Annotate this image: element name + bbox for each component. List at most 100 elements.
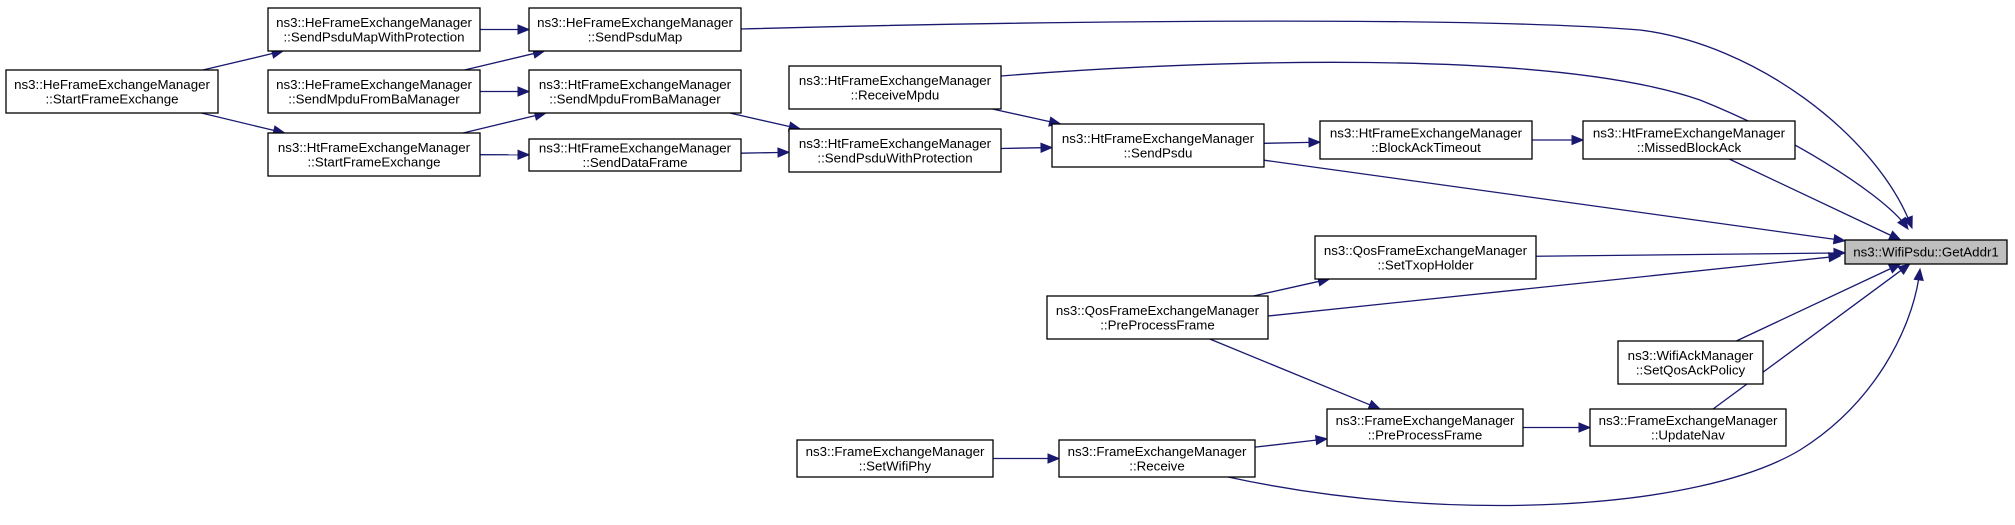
node-method-label: ::SetWifiPhy	[859, 458, 932, 473]
node-box	[267, 7, 481, 52]
edge-n14-to-n18	[1209, 338, 1382, 410]
edge-arrowhead	[1040, 142, 1054, 153]
function-node[interactable]: ns3::HtFrameExchangeManager::MissedBlock…	[1582, 120, 1796, 160]
edge-arrowhead	[1367, 399, 1382, 410]
node-box	[1314, 235, 1537, 280]
function-node[interactable]: ns3::HtFrameExchangeManager::SendMpduFro…	[528, 69, 742, 114]
edge-line	[1712, 269, 1903, 410]
edge-line	[202, 52, 274, 71]
edge-n15-to-n0	[1736, 263, 1902, 342]
node-method-label: ::MissedBlockAck	[1637, 140, 1742, 155]
nodes-layer: ns3::WifiPsdu::GetAddr1 ns3::HeFrameExcha…	[5, 7, 2008, 478]
edge-arrowhead	[1571, 134, 1585, 146]
node-method-label: ::Receive	[1129, 458, 1184, 473]
function-node[interactable]: ns3::HtFrameExchangeManager::StartFrameE…	[267, 132, 481, 177]
function-node[interactable]: ns3::QosFrameExchangeManager::PreProcess…	[1046, 295, 1269, 340]
node-box	[788, 65, 1002, 110]
node-box	[788, 128, 1002, 173]
edge-line	[1254, 439, 1318, 448]
node-method-label: ::PreProcessFrame	[1100, 317, 1215, 332]
edge-n5-to-n9	[729, 112, 802, 132]
edge-n14-to-n13	[1253, 276, 1331, 297]
edge-line	[201, 112, 276, 132]
function-node[interactable]: ns3::HtFrameExchangeManager::SendDataFra…	[528, 138, 742, 172]
edge-line	[1267, 255, 1841, 317]
function-node[interactable]: ns3::FrameExchangeManager::UpdateNav	[1589, 408, 1787, 447]
function-node[interactable]: ns3::HtFrameExchangeManager::SendPsdu	[1051, 123, 1265, 168]
edge-n14-to-n0	[1267, 251, 1842, 317]
node-method-label: ::SendPsduWithProtection	[817, 150, 972, 165]
function-node[interactable]: ns3::HtFrameExchangeManager::SendPsduWit…	[788, 128, 1002, 173]
node-box	[1046, 295, 1269, 340]
node-box	[1582, 120, 1796, 160]
edge-arrowhead	[517, 24, 531, 35]
edge-n4-to-n5	[480, 86, 531, 97]
node-method-label: ::PreProcessFrame	[1368, 427, 1483, 442]
node-class-label: ns3::WifiAckManager	[1628, 348, 1754, 363]
node-class-label: ns3::FrameExchangeManager	[1336, 413, 1515, 428]
edge-arrowhead	[517, 86, 531, 97]
edge-n17-to-n0	[1227, 267, 1924, 507]
function-node[interactable]: ns3::HeFrameExchangeManager::SendPsduMap	[528, 7, 742, 52]
edge-arrowhead	[1897, 216, 1909, 231]
edge-n12-to-n0	[1728, 158, 1902, 241]
node-class-label: ns3::HtFrameExchangeManager	[1062, 131, 1255, 146]
node-class-label: ns3::FrameExchangeManager	[1599, 413, 1778, 428]
node-class-label: ns3::HtFrameExchangeManager	[799, 136, 992, 151]
node-box	[528, 7, 742, 52]
node-method-label: ::SendPsdu	[1124, 145, 1193, 160]
node-method-label: ::StartFrameExchange	[307, 154, 440, 169]
edge-line	[1736, 267, 1892, 342]
edge-line	[992, 108, 1051, 123]
node-class-label: ns3::HtFrameExchangeManager	[539, 77, 732, 92]
function-node[interactable]: ns3::HeFrameExchangeManager::StartFrameE…	[5, 69, 219, 114]
node-method-label: ::SendPsduMap	[588, 29, 683, 44]
node-class-label: ns3::HeFrameExchangeManager	[276, 77, 472, 92]
node-class-label: ns3::HeFrameExchangeManager	[537, 15, 733, 30]
edge-line	[1263, 141, 1311, 144]
edge-n18-to-n19	[1523, 422, 1592, 433]
function-node[interactable]: ns3::FrameExchangeManager::Receive	[1058, 439, 1256, 478]
edge-arrowhead	[1308, 137, 1322, 148]
function-node[interactable]: ns3::HtFrameExchangeManager::ReceiveMpdu	[788, 65, 1002, 110]
node-box	[1051, 123, 1265, 168]
node-class-label: ns3::FrameExchangeManager	[806, 444, 985, 459]
node-class-label: ns3::HtFrameExchangeManager	[539, 140, 732, 155]
node-box	[528, 69, 742, 114]
function-node[interactable]: ns3::FrameExchangeManager::PreProcessFra…	[1326, 408, 1524, 447]
node-box	[1617, 340, 1764, 385]
node-class-label: ns3::HtFrameExchangeManager	[799, 73, 992, 88]
node-box	[1058, 439, 1256, 478]
function-node[interactable]: ns3::HtFrameExchangeManager::BlockAckTim…	[1319, 120, 1533, 160]
edge-n19-to-n0	[1712, 263, 1911, 410]
node-box	[267, 132, 481, 177]
node-class-label: ns3::HtFrameExchangeManager	[1593, 125, 1786, 140]
node-box	[1589, 408, 1787, 447]
edge-line	[1209, 338, 1372, 406]
edge-line	[1000, 61, 1909, 230]
node-class-label: ns3::HeFrameExchangeManager	[14, 77, 210, 92]
edge-n7-to-n9	[740, 147, 791, 158]
node-class-label: ns3::HeFrameExchangeManager	[276, 15, 472, 30]
node-class-label: ns3::WifiPsdu::GetAddr1	[1853, 245, 1999, 260]
node-class-label: ns3::HtFrameExchangeManager	[1330, 125, 1523, 140]
edge-arrowhead	[1578, 422, 1592, 433]
function-node[interactable]: ns3::HeFrameExchangeManager::SendPsduMap…	[267, 7, 481, 52]
node-method-label: ::SendDataFrame	[583, 155, 688, 170]
root-function-node: ns3::WifiPsdu::GetAddr1	[1844, 239, 2008, 265]
edge-line	[464, 52, 535, 71]
function-node[interactable]: ns3::WifiAckManager::SetQosAckPolicy	[1617, 340, 1764, 385]
edge-arrowhead	[1897, 263, 1911, 276]
node-class-label: ns3::HtFrameExchangeManager	[278, 140, 471, 155]
edge-n3-to-n2	[202, 48, 285, 71]
edge-line	[729, 112, 791, 128]
function-node[interactable]: ns3::QosFrameExchangeManager::SetTxopHol…	[1314, 235, 1537, 280]
node-method-label: ::SendPsduMapWithProtection	[283, 29, 464, 44]
function-node[interactable]: ns3::FrameExchangeManager::SetWifiPhy	[796, 439, 994, 478]
edge-n10-to-n11	[1263, 137, 1322, 148]
node-method-label: ::StartFrameExchange	[45, 91, 178, 106]
function-node[interactable]: ns3::HeFrameExchangeManager::SendMpduFro…	[267, 69, 481, 114]
node-class-label: ns3::FrameExchangeManager	[1068, 444, 1247, 459]
node-box	[267, 69, 481, 114]
